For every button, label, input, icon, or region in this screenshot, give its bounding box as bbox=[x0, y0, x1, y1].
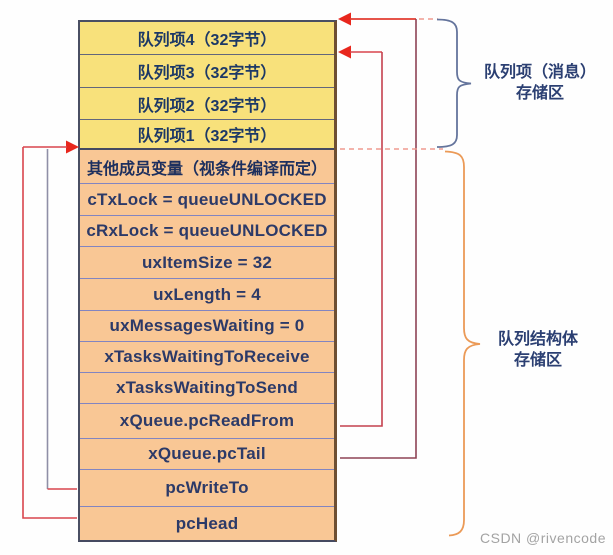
struct-member-label: pcWriteTo bbox=[165, 478, 249, 497]
struct-member-label: cRxLock = queueUNLOCKED bbox=[86, 221, 328, 240]
queue-struct-brace bbox=[444, 150, 481, 537]
struct-member-row: uxItemSize = 32 bbox=[80, 247, 334, 279]
queue-item-row: 队列项1（32字节） bbox=[80, 120, 334, 150]
queue-items-region-label: 队列项（消息） 存储区 bbox=[474, 62, 606, 104]
struct-member-label: pcHead bbox=[175, 513, 239, 533]
queue-items-brace bbox=[436, 18, 472, 148]
queue-item-row: 队列项4（32字节） bbox=[80, 22, 334, 55]
struct-member-label: uxMessagesWaiting = 0 bbox=[109, 316, 305, 335]
struct-member-row: pcWriteTo bbox=[80, 470, 334, 507]
struct-member-row: uxLength = 4 bbox=[80, 279, 334, 311]
pcreadfrom-pointer-line bbox=[340, 52, 383, 427]
queue-item-label: 队列项4（32字节） bbox=[137, 32, 277, 49]
struct-member-row: cTxLock = queueUNLOCKED bbox=[80, 184, 334, 216]
queue-memory-table: 队列项4（32字节） 队列项3（32字节） 队列项2（32字节） 队列项1（32… bbox=[78, 20, 337, 542]
struct-member-row: xQueue.pcReadFrom bbox=[80, 404, 334, 439]
queue-items-region-label-line1: 队列项（消息） bbox=[483, 64, 596, 81]
struct-member-row: cRxLock = queueUNLOCKED bbox=[80, 216, 334, 247]
struct-member-row: pcHead bbox=[80, 507, 334, 540]
struct-member-row: 其他成员变量（视条件编译而定） bbox=[80, 150, 334, 184]
struct-member-label: uxItemSize = 32 bbox=[141, 252, 273, 272]
struct-member-row: xTasksWaitingToReceive bbox=[80, 342, 334, 373]
queue-struct-region-label: 队列结构体 存储区 bbox=[482, 329, 594, 371]
struct-member-row: xQueue.pcTail bbox=[80, 439, 334, 470]
struct-member-label: xQueue.pcReadFrom bbox=[119, 411, 295, 430]
struct-member-label: cTxLock = queueUNLOCKED bbox=[87, 189, 327, 209]
pctail-pointer-line bbox=[340, 19, 417, 459]
queue-item-label: 队列项1（32字节） bbox=[137, 128, 277, 145]
struct-member-label: xTasksWaitingToSend bbox=[115, 378, 298, 397]
queue-struct-region-label-line1: 队列结构体 bbox=[497, 331, 578, 348]
queue-items-region-label-line2: 存储区 bbox=[515, 85, 564, 102]
struct-member-label: 其他成员变量（视条件编译而定） bbox=[86, 160, 327, 178]
struct-member-label: xTasksWaitingToReceive bbox=[104, 347, 310, 366]
watermark: CSDN @rivencode bbox=[480, 530, 606, 546]
pctail-arrowhead bbox=[338, 12, 351, 26]
queue-item-row: 队列项2（32字节） bbox=[80, 88, 334, 120]
pcreadfrom-arrowhead bbox=[338, 45, 351, 59]
queue-item-row: 队列项3（32字节） bbox=[80, 55, 334, 88]
struct-member-row: xTasksWaitingToSend bbox=[80, 373, 334, 404]
pchead-pointer-line bbox=[22, 147, 77, 519]
struct-member-row: uxMessagesWaiting = 0 bbox=[80, 311, 334, 342]
queue-item-label: 队列项3（32字节） bbox=[137, 65, 277, 82]
queue-struct-region-label-line2: 存储区 bbox=[513, 352, 562, 369]
struct-member-label: xQueue.pcTail bbox=[148, 444, 266, 463]
queue-item-label: 队列项2（32字节） bbox=[137, 97, 277, 115]
struct-member-label: uxLength = 4 bbox=[153, 284, 261, 304]
